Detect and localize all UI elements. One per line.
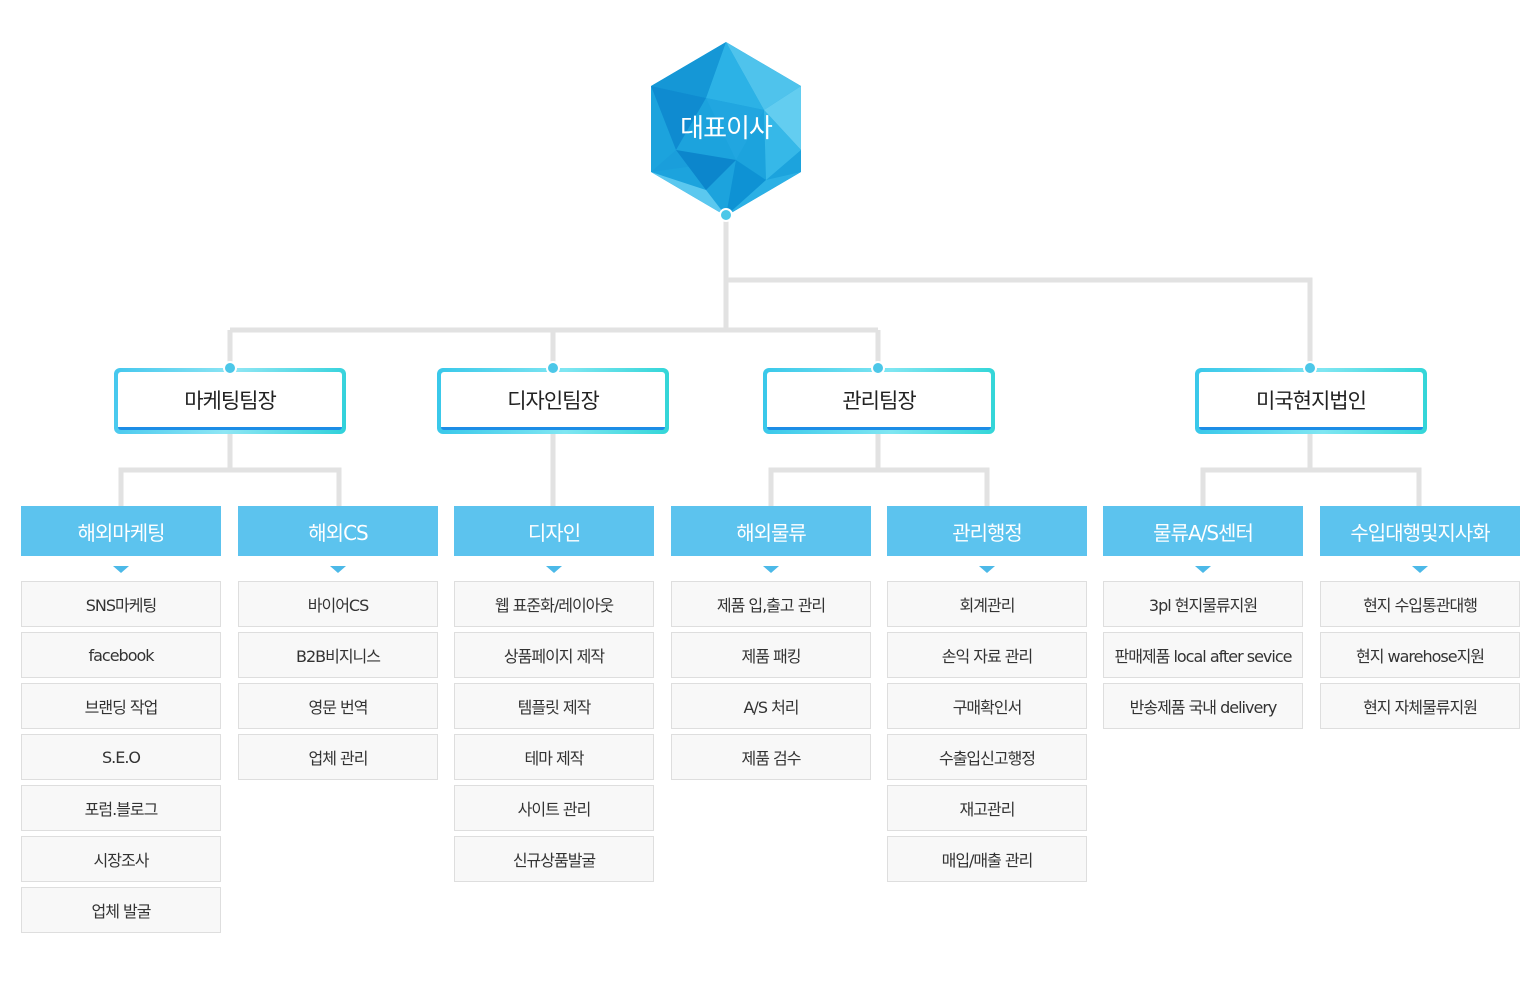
task-item: SNS마케팅: [21, 581, 221, 627]
dept-overseas-logistics: 해외물류: [671, 506, 871, 556]
dept-arrow-icon: [330, 566, 346, 573]
dept-logistics-as-center: 물류A/S센터: [1103, 506, 1303, 556]
head-design-dot: [546, 361, 560, 375]
ceo-hexagon: [651, 42, 801, 216]
head-marketing-label: 마케팅팀장: [118, 372, 342, 430]
task-item: 신규상품발굴: [454, 836, 654, 882]
dept-overseas-cs: 해외CS: [238, 506, 438, 556]
head-us-subsidiary-dot: [1303, 361, 1317, 375]
task-item: 재고관리: [887, 785, 1087, 831]
task-item: 현지 warehose지원: [1320, 632, 1520, 678]
task-item: 수출입신고행정: [887, 734, 1087, 780]
connector-overseas-depts: [1200, 434, 1422, 506]
head-marketing-dot: [223, 361, 237, 375]
task-item: S.E.O: [21, 734, 221, 780]
connector-admin-depts: [768, 434, 990, 506]
dept-arrow-icon: [979, 566, 995, 573]
dept-arrow-icon: [763, 566, 779, 573]
dept-overseas-marketing: 해외마케팅: [21, 506, 221, 556]
head-marketing: 마케팅팀장: [114, 368, 346, 434]
task-item: 현지 수입통관대행: [1320, 581, 1520, 627]
head-design-label: 디자인팀장: [441, 372, 665, 430]
task-item: 업체 관리: [238, 734, 438, 780]
dept-admin: 관리행정: [887, 506, 1087, 556]
head-us-subsidiary-label: 미국현지법인: [1199, 372, 1423, 430]
head-design: 디자인팀장: [437, 368, 669, 434]
task-item: 현지 자체물류지원: [1320, 683, 1520, 729]
dept-import-agency: 수입대행및지사화: [1320, 506, 1520, 556]
task-item: 상품페이지 제작: [454, 632, 654, 678]
dept-arrow-icon: [1195, 566, 1211, 573]
task-item: A/S 처리: [671, 683, 871, 729]
task-item: B2B비지니스: [238, 632, 438, 678]
task-item: 회계관리: [887, 581, 1087, 627]
task-item: 시장조사: [21, 836, 221, 882]
task-item: 테마 제작: [454, 734, 654, 780]
task-item: 반송제품 국내 delivery: [1103, 683, 1303, 729]
task-item: 제품 검수: [671, 734, 871, 780]
task-item: 웹 표준화/레이아웃: [454, 581, 654, 627]
ceo-label: 대표이사: [680, 114, 773, 144]
head-us-subsidiary: 미국현지법인: [1195, 368, 1427, 434]
head-admin-dot: [871, 361, 885, 375]
task-item: 사이트 관리: [454, 785, 654, 831]
connector-ceo-overseas: [726, 277, 1313, 368]
ceo-connector-dot: [719, 208, 733, 222]
task-item: 구매확인서: [887, 683, 1087, 729]
task-item: 영문 번역: [238, 683, 438, 729]
task-item: 3pl 현지물류지원: [1103, 581, 1303, 627]
connector-marketing-depts: [118, 434, 342, 506]
dept-design: 디자인: [454, 506, 654, 556]
task-item: 업체 발굴: [21, 887, 221, 933]
task-item: 매입/매출 관리: [887, 836, 1087, 882]
dept-arrow-icon: [546, 566, 562, 573]
task-item: 판매제품 local after sevice: [1103, 632, 1303, 678]
dept-arrow-icon: [1412, 566, 1428, 573]
task-item: 포럼.블로그: [21, 785, 221, 831]
task-item: 손익 자료 관리: [887, 632, 1087, 678]
dept-arrow-icon: [113, 566, 129, 573]
task-item: 템플릿 제작: [454, 683, 654, 729]
task-item: 제품 패킹: [671, 632, 871, 678]
task-item: 브랜딩 작업: [21, 683, 221, 729]
head-admin: 관리팀장: [763, 368, 995, 434]
task-item: 제품 입,출고 관리: [671, 581, 871, 627]
task-item: 바이어CS: [238, 581, 438, 627]
head-admin-label: 관리팀장: [767, 372, 991, 430]
task-item: facebook: [21, 632, 221, 678]
